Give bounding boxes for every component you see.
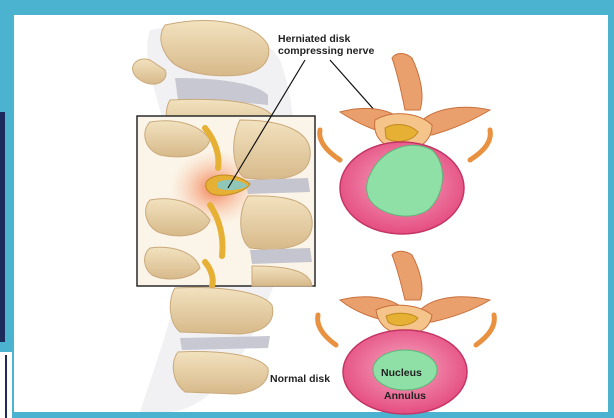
nucleus-label: Nucleus xyxy=(381,367,422,379)
annulus-label: Annulus xyxy=(384,390,426,402)
corner-notch-line xyxy=(5,355,7,418)
herniated-label-line1: Herniated disk xyxy=(278,33,374,45)
normal-disk-label: Normal disk xyxy=(270,373,330,385)
herniated-disk-label: Herniated disk compressing nerve xyxy=(278,33,374,57)
lower-vertebrae xyxy=(170,288,273,394)
left-edge-bar xyxy=(0,112,5,342)
herniated-label-line2: compressing nerve xyxy=(278,45,374,57)
